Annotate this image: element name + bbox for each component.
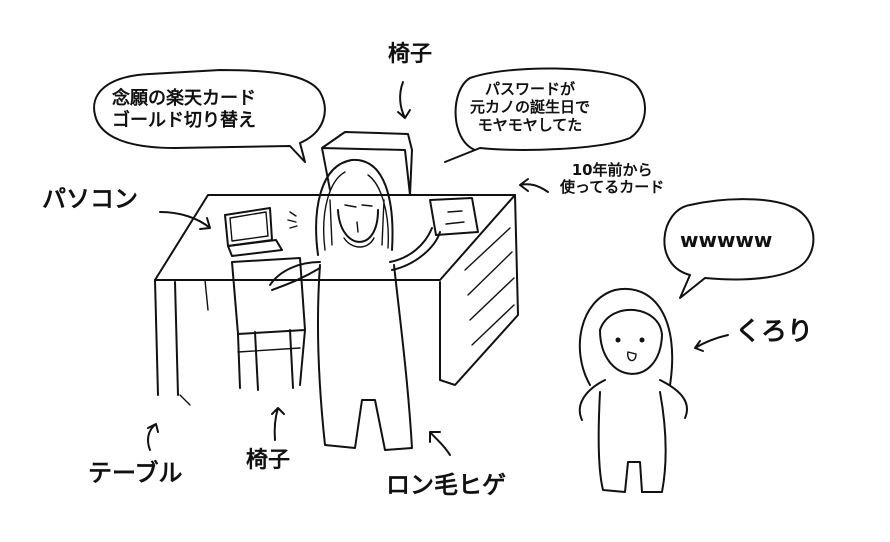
- laptop-icon: [224, 207, 298, 257]
- desk: [154, 194, 519, 406]
- label-chair-top: 椅子: [388, 42, 433, 67]
- label-pc: パソコン: [42, 185, 138, 213]
- bubble-text-laugh: wwwww: [680, 228, 773, 252]
- arrow-table: [147, 423, 159, 451]
- speech-bubble-wish: [93, 69, 326, 163]
- label-table: テーブル: [88, 459, 183, 487]
- arrow-chair-bottom: [271, 407, 285, 441]
- label-man: ロン毛ヒゲ: [386, 471, 506, 499]
- chair-back: [321, 131, 413, 196]
- arrow-card: [519, 178, 549, 193]
- bubble-text-wish: 念願の楽天カード ゴールド切り替え: [112, 88, 256, 131]
- long-haired-bearded-man-figure: [269, 158, 479, 451]
- pointer-arrows: [147, 81, 729, 456]
- speech-bubble-password: [444, 67, 646, 163]
- label-kurori: くろり: [735, 317, 814, 347]
- bubble-text-password: パスワードが 元カノの誕生日で モヤモヤしてた: [470, 80, 591, 134]
- arrow-man: [429, 431, 451, 456]
- chair-front: [231, 257, 306, 391]
- arrow-kurori: [694, 334, 729, 352]
- label-card-old: 10年前から 使ってるカード: [560, 161, 665, 197]
- speech-bubble-laugh: [663, 198, 815, 299]
- girl-figure: [578, 287, 688, 493]
- arrow-pc: [159, 211, 211, 230]
- arrow-chair-top: [397, 81, 411, 119]
- label-chair-bottom: 椅子: [246, 448, 291, 473]
